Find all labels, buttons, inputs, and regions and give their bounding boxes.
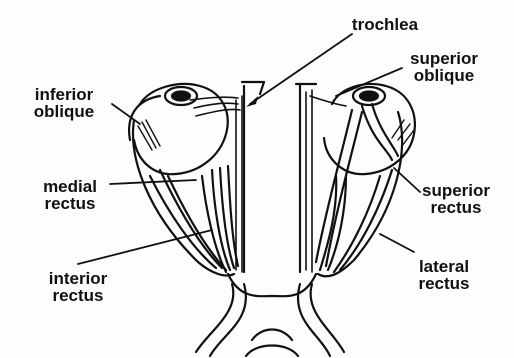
right-eye (306, 84, 415, 276)
label-superior-oblique: superior oblique (394, 50, 494, 84)
right-superior-oblique (362, 106, 392, 160)
leader-lateral-rectus (380, 234, 414, 252)
label-lateral-rectus: lateral rectus (402, 258, 486, 292)
label-trochlea: trochlea (330, 16, 440, 33)
nasal-septum (196, 82, 344, 356)
label-superior-rectus: superior rectus (410, 182, 502, 216)
label-interior-rectus: interior rectus (30, 270, 126, 304)
leader-lines (78, 34, 420, 264)
leader-inferior-oblique (112, 104, 140, 124)
optic-nerves (228, 274, 316, 296)
leader-interior-rectus (78, 230, 212, 264)
label-medial-rectus: medial rectus (28, 178, 112, 212)
label-inferior-oblique: inferior oblique (14, 86, 114, 120)
